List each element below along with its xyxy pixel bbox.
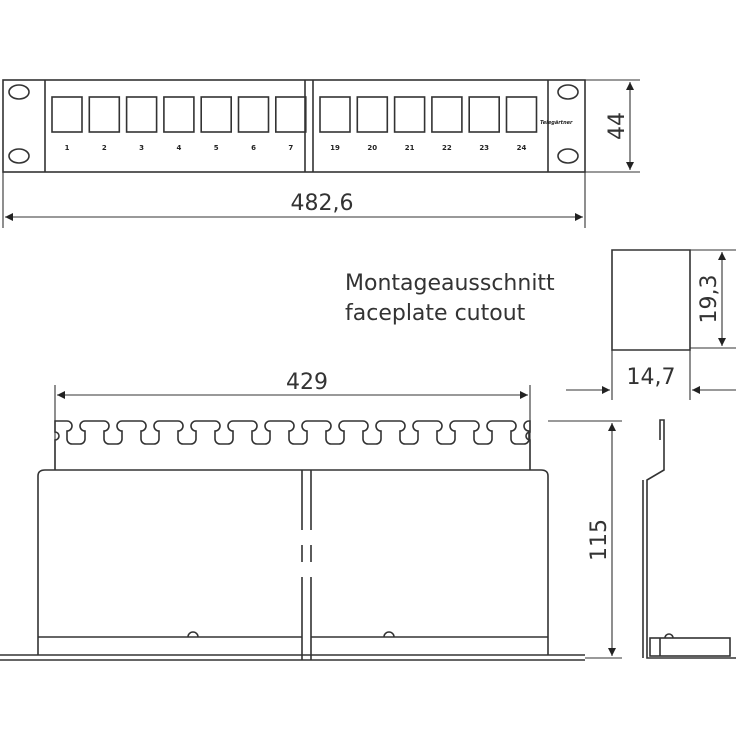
caption-english: faceplate cutout [345, 301, 526, 326]
port-label: 2 [102, 144, 107, 152]
keystone-port [356, 96, 389, 133]
dimension-total-width: 482,6 [2, 172, 586, 228]
mounting-hole [557, 148, 579, 164]
break-lines [301, 470, 312, 660]
faceplate-cutout: 19,3 14,7 Montageausschnitt faceplate cu… [345, 249, 736, 400]
keystone-port [88, 96, 121, 133]
keystone-port [237, 96, 270, 133]
mounting-hole [557, 84, 579, 100]
port-label: 3 [139, 144, 144, 152]
front-panel-outline [2, 79, 586, 173]
keystone-port [505, 96, 538, 133]
port-label: 20 [367, 144, 377, 152]
mounting-hole [8, 148, 30, 164]
base-plate [0, 654, 585, 661]
keystone-port [274, 96, 307, 133]
dimension-label: 14,7 [627, 365, 676, 390]
panel-dividers [44, 80, 549, 172]
port-label: 24 [517, 144, 527, 152]
logo: Telegärtner [540, 120, 573, 126]
dimension-label: 19,3 [697, 275, 722, 324]
dimension-label: 44 [605, 112, 630, 140]
port-label: 4 [176, 144, 181, 152]
keystone-port [163, 96, 195, 133]
port-label: 21 [405, 144, 415, 152]
side-view [642, 419, 736, 659]
mounting-hole [8, 84, 30, 100]
port-label: 23 [479, 144, 489, 152]
dimension-label: 429 [286, 370, 328, 395]
screw-bumps [187, 631, 395, 638]
keystone-port [51, 96, 83, 133]
keystone-port [125, 96, 158, 133]
dimension-label: 115 [587, 519, 612, 561]
keystone-port [468, 96, 501, 133]
port-label: 6 [251, 144, 256, 152]
port-label: 5 [214, 144, 219, 152]
port-label: 7 [288, 144, 293, 152]
port-label: 1 [65, 144, 70, 152]
top-view: 429 115 [0, 370, 622, 661]
caption-german: Montageausschnitt [345, 271, 555, 296]
port-label: 22 [442, 144, 452, 152]
dimension-label: 482,6 [291, 191, 354, 216]
keystone-port [200, 96, 232, 133]
keystone-port [431, 96, 463, 133]
dimension-height: 44 [585, 79, 640, 173]
cable-management-comb [54, 420, 531, 470]
panel-body [37, 469, 549, 655]
keystone-port [393, 96, 426, 133]
port-label: 19 [330, 144, 340, 152]
keystone-port [319, 96, 351, 133]
